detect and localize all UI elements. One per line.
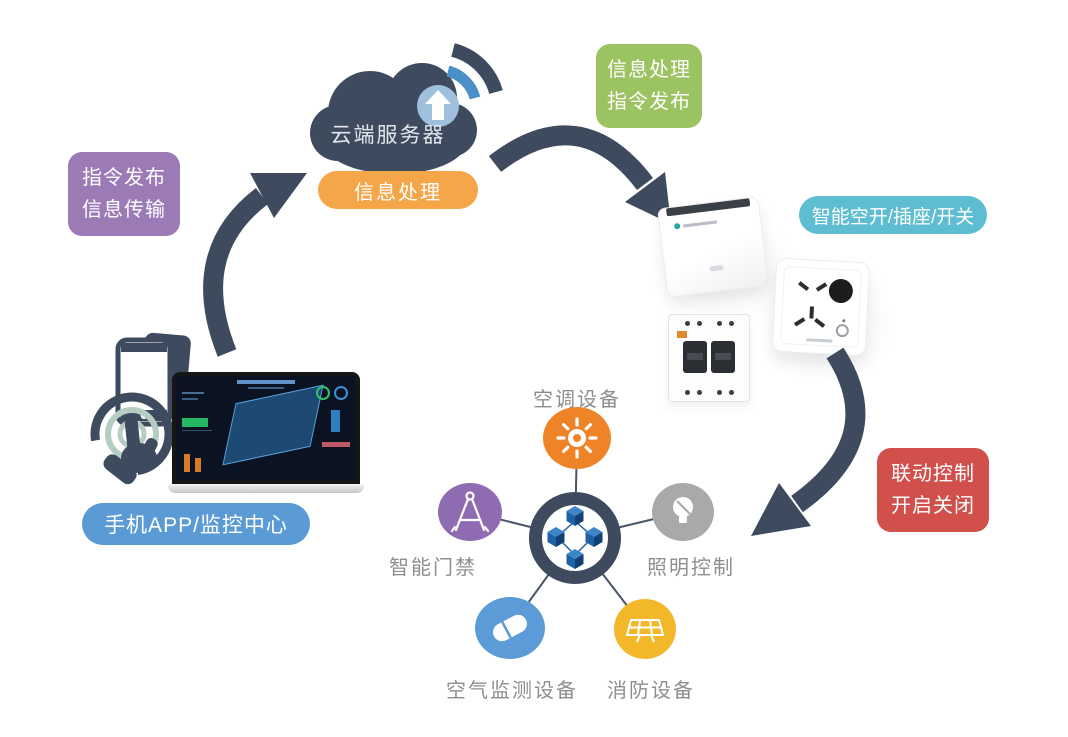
badge-line: 信息处理 <box>607 59 691 81</box>
label-access-control: 智能门禁 <box>389 557 477 579</box>
pill-label: 信息处理 <box>354 181 442 204</box>
cloud-server: 云端服务器 <box>310 43 503 174</box>
node-fire-equipment <box>614 599 676 659</box>
breaker-toggle <box>683 341 707 373</box>
badge-line: 联动控制 <box>891 463 975 485</box>
upload-icon <box>417 85 459 127</box>
laptop-screen <box>172 372 360 484</box>
node-access-control <box>438 483 502 541</box>
label-lighting: 照明控制 <box>647 557 735 579</box>
node-lighting <box>652 483 714 541</box>
monitoring-laptop <box>168 372 364 493</box>
socket-hole <box>793 317 806 327</box>
node-hvac <box>543 407 611 469</box>
dashboard-title-bar <box>237 380 295 384</box>
indicator-slot <box>709 264 724 272</box>
socket-button <box>835 323 850 338</box>
dashboard-pink-bar <box>322 442 350 447</box>
pill-mobile-app: 手机APP/监控中心 <box>82 503 310 545</box>
dashboard-orange-bar <box>195 458 201 472</box>
hand-icon <box>103 416 158 485</box>
bulb-icon <box>673 497 693 523</box>
drafting-compass-icon <box>450 491 490 533</box>
dashboard-gauge <box>316 386 330 400</box>
socket-hole <box>798 281 810 292</box>
breaker-indicator <box>677 331 687 338</box>
label-hvac: 空调设备 <box>533 389 621 411</box>
label-fire-equipment: 消防设备 <box>607 680 695 702</box>
badge-info-process-publish: 信息处理 指令发布 <box>596 44 702 128</box>
cloud-server-label: 云端服务器 <box>331 124 446 147</box>
pill-info-processing: 信息处理 <box>318 171 478 209</box>
dashboard-gauge <box>334 386 348 400</box>
label-air-monitor: 空气监测设备 <box>446 680 578 702</box>
device-hub-cluster <box>438 407 714 659</box>
badge-command-publish: 指令发布 信息传输 <box>68 152 180 236</box>
breaker-toggle <box>711 341 735 373</box>
socket-panel <box>780 266 862 348</box>
dashboard-green-bar <box>182 418 208 427</box>
socket-hole <box>814 317 826 328</box>
socket-knob <box>828 278 854 304</box>
pill-smart-devices: 智能空开/插座/开关 <box>799 196 987 234</box>
sun-icon <box>556 417 598 459</box>
dashboard-subtitle-bar <box>248 387 284 389</box>
brand-logo <box>673 218 718 230</box>
pill-label: 手机APP/监控中心 <box>104 514 288 537</box>
socket-hole <box>809 306 815 319</box>
badge-line: 信息传输 <box>82 199 166 221</box>
dashboard-floor-map <box>222 384 324 466</box>
flow-arrow-down-left <box>751 347 866 536</box>
circuit-breaker-device <box>668 314 750 402</box>
socket-hole <box>815 282 828 292</box>
touch-tap-icon <box>90 392 174 485</box>
laptop-base <box>168 484 364 493</box>
capsule-icon <box>493 614 527 642</box>
node-air-monitor <box>475 597 545 659</box>
badge-line: 指令发布 <box>82 167 166 189</box>
linked-cubes-icon <box>547 506 603 569</box>
flow-arrow-up-right <box>203 173 307 357</box>
hub-center <box>529 492 621 584</box>
dashboard-display <box>176 376 356 480</box>
smart-air-switch-device <box>656 196 770 298</box>
dashboard-blue-bar <box>331 410 340 432</box>
socket-led <box>842 319 846 323</box>
badge-line: 指令发布 <box>607 91 691 113</box>
badge-line: 开启关闭 <box>891 495 975 517</box>
wifi-signal-icon <box>446 43 503 100</box>
dashboard-orange-bar <box>184 454 190 472</box>
solar-panel-icon <box>625 619 665 643</box>
badge-linkage-control: 联动控制 开启关闭 <box>877 448 989 532</box>
device-body <box>656 196 770 298</box>
pill-label: 智能空开/插座/开关 <box>811 206 975 228</box>
